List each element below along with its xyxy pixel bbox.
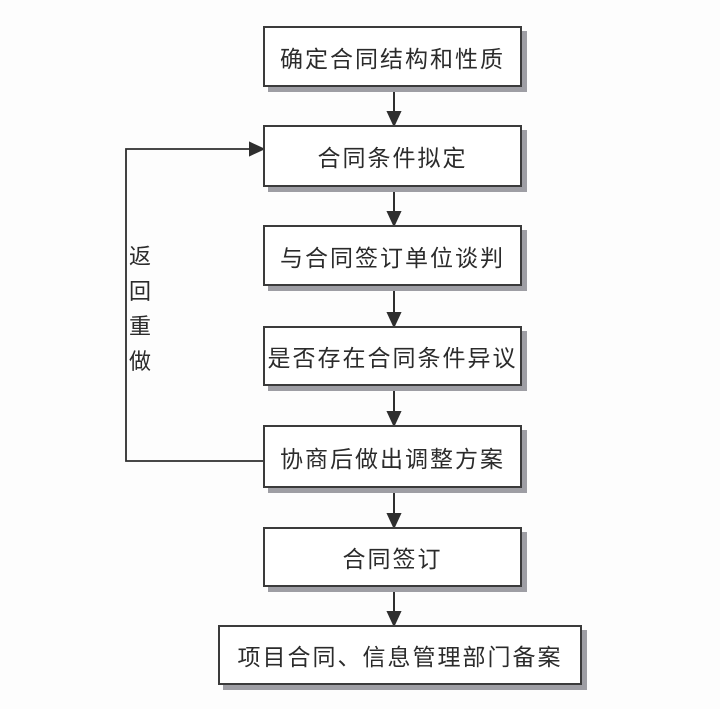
flow-node-negotiate: 与合同签订单位谈判 xyxy=(263,225,522,286)
flow-node-adjustment-plan: 协商后做出调整方案 xyxy=(263,425,522,488)
flow-node-label: 确定合同结构和性质 xyxy=(280,46,505,72)
flow-node-label: 协商后做出调整方案 xyxy=(280,446,505,472)
loop-back-label: 返回重做 xyxy=(128,244,151,374)
arrow-node2-node3 xyxy=(386,187,402,228)
flow-node-filing: 项目合同、信息管理部门备案 xyxy=(218,625,582,685)
arrow-node3-node4 xyxy=(386,286,402,329)
flow-node-draft-conditions: 合同条件拟定 xyxy=(263,125,522,187)
flow-node-label: 与合同签订单位谈判 xyxy=(280,245,505,271)
arrow-node4-node5 xyxy=(386,386,402,428)
flow-node-contract-signing: 合同签订 xyxy=(263,527,522,587)
flow-node-label: 合同签订 xyxy=(342,547,443,572)
flow-node-label: 合同条件拟定 xyxy=(317,146,468,171)
flow-node-objection-check: 是否存在合同条件异议 xyxy=(263,326,522,386)
arrow-node6-node7 xyxy=(386,587,402,628)
arrow-node5-node6 xyxy=(386,488,402,530)
flow-node-label: 项目合同、信息管理部门备案 xyxy=(237,645,563,670)
flow-node-determine-structure: 确定合同结构和性质 xyxy=(263,26,522,87)
flow-node-label: 是否存在合同条件异议 xyxy=(267,346,518,371)
arrow-node1-node2 xyxy=(386,87,402,128)
